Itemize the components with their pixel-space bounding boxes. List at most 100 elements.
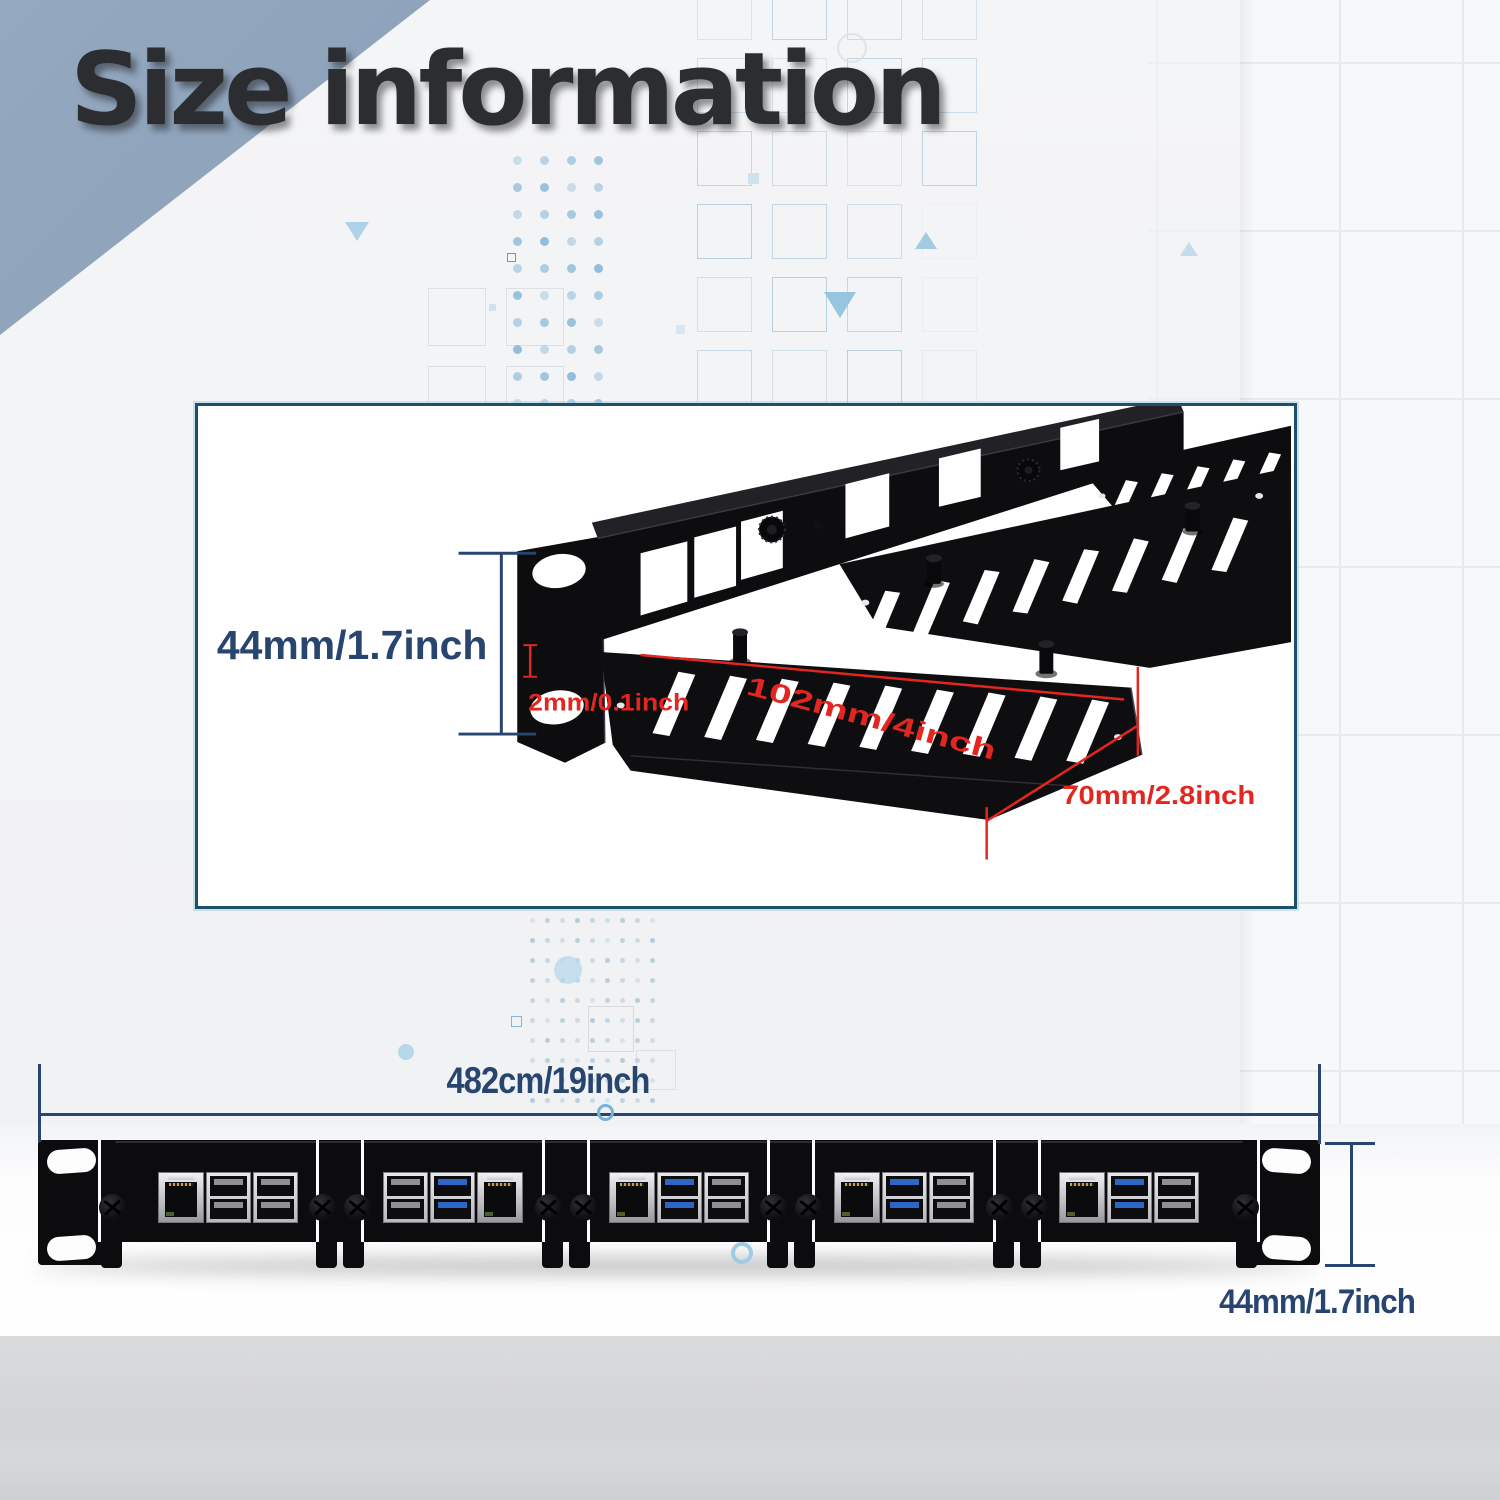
dot-grid-decor — [560, 1098, 565, 1103]
dot-grid-decor — [605, 1018, 610, 1023]
screw-head — [309, 1194, 337, 1221]
dot-grid-decor — [530, 1098, 535, 1103]
dot-grid-decor — [650, 1058, 655, 1063]
triangle-decor — [345, 222, 369, 241]
dot-grid-decor — [567, 372, 576, 381]
dot-grid-decor — [620, 1078, 625, 1083]
square-outline-decor — [506, 288, 564, 346]
dot-grid-decor — [594, 372, 603, 381]
dot-grid-decor — [575, 1018, 580, 1023]
dot-grid-decor — [594, 291, 603, 300]
width-dimension-line — [39, 1113, 1320, 1116]
module-gap — [1037, 1140, 1041, 1242]
module-ports — [383, 1172, 524, 1223]
square-outline-decor — [847, 131, 902, 186]
square-outline-decor — [772, 58, 827, 113]
tray-front — [600, 628, 1143, 821]
square-outline-decor — [636, 1050, 676, 1090]
dot-grid-decor — [560, 938, 565, 943]
rj45-latch — [167, 1174, 194, 1180]
screw-head — [569, 1194, 597, 1221]
module-gap — [361, 1140, 365, 1242]
rj45-pcb — [616, 1212, 625, 1216]
mounting-hole — [46, 1234, 97, 1262]
square-decor — [489, 304, 496, 311]
dot-grid-decor — [590, 958, 595, 963]
dot-grid-decor — [567, 345, 576, 354]
circle-decor — [837, 33, 867, 63]
dot-grid-decor — [620, 978, 625, 983]
square-outline-decor — [772, 350, 827, 405]
standoff-post — [1035, 640, 1058, 679]
dot-grid-decor — [605, 1078, 610, 1083]
dot-grid-decor — [540, 372, 549, 381]
dot-grid-decor — [540, 264, 549, 273]
dot-grid-decor — [650, 1018, 655, 1023]
triangle-decor — [824, 292, 856, 318]
dot-grid-decor — [635, 978, 640, 983]
usb-slot — [707, 1199, 745, 1219]
dot-grid-decor — [590, 978, 595, 983]
square-outline-decor — [772, 277, 827, 332]
square-outline-decor — [772, 0, 827, 40]
dot-grid-decor — [575, 998, 580, 1003]
dot-grid-decor — [567, 237, 576, 246]
dot-grid-decor — [605, 1038, 610, 1043]
height-dim-label-front: 44mm/1.7inch — [1219, 1283, 1416, 1321]
usb-slot — [1158, 1176, 1196, 1196]
square-decor — [748, 173, 759, 184]
dot-grid-decor — [560, 918, 565, 923]
rj45-latch — [618, 1174, 645, 1180]
rj45-port — [833, 1172, 880, 1223]
module-tab — [316, 1242, 338, 1268]
dot-grid-decor — [605, 958, 610, 963]
dot-grid-decor — [530, 978, 535, 983]
module-tab — [568, 1242, 590, 1268]
usb-slot — [387, 1199, 425, 1219]
dot-grid-decor — [594, 210, 603, 219]
screw-head — [1020, 1194, 1048, 1221]
dot-grid-decor — [545, 1098, 550, 1103]
dot-grid-decor — [567, 183, 576, 192]
dot-grid-decor — [560, 1018, 565, 1023]
module-gap — [541, 1140, 545, 1242]
dot-grid-decor — [545, 1018, 550, 1023]
dot-grid-decor — [635, 918, 640, 923]
module-tab — [992, 1242, 1014, 1268]
usb-slot — [885, 1176, 923, 1196]
dot-grid-decor — [575, 1078, 580, 1083]
dot-grid-decor — [590, 1038, 595, 1043]
dot-grid-decor — [635, 938, 640, 943]
square-outline-decor — [847, 350, 902, 405]
dot-grid-decor — [540, 345, 549, 354]
dot-grid-decor — [540, 156, 549, 165]
red-dimension-lines — [523, 644, 1140, 860]
rj45-port — [477, 1172, 524, 1223]
usb-tongue — [664, 1179, 694, 1185]
page-title: Size information — [70, 30, 947, 148]
height-dimension-cap-top — [1325, 1142, 1375, 1145]
dot-grid-decor — [650, 918, 655, 923]
square-outline-decor — [922, 131, 977, 186]
dot-grid-decor — [530, 938, 535, 943]
usb-slot — [434, 1176, 472, 1196]
usb-tongue — [936, 1202, 966, 1208]
dot-grid-decor — [540, 237, 549, 246]
rj45-latch — [487, 1174, 514, 1180]
screw-head — [99, 1194, 126, 1221]
circle-decor — [597, 1104, 614, 1121]
thumbscrew — [757, 515, 786, 544]
usb-tongue — [213, 1202, 243, 1208]
usb-tongue — [889, 1179, 919, 1185]
rj45-port — [157, 1172, 204, 1223]
module-gap — [767, 1140, 771, 1242]
module-ports — [833, 1172, 974, 1223]
dot-grid-decor — [605, 998, 610, 1003]
dot-grid-decor — [560, 998, 565, 1003]
mounting-hole — [46, 1147, 97, 1175]
dot-grid-decor — [650, 1098, 655, 1103]
square-outline-decor — [922, 277, 977, 332]
usb-slot — [209, 1176, 247, 1196]
usb-tongue — [260, 1179, 290, 1185]
dot-grid-decor — [545, 958, 550, 963]
